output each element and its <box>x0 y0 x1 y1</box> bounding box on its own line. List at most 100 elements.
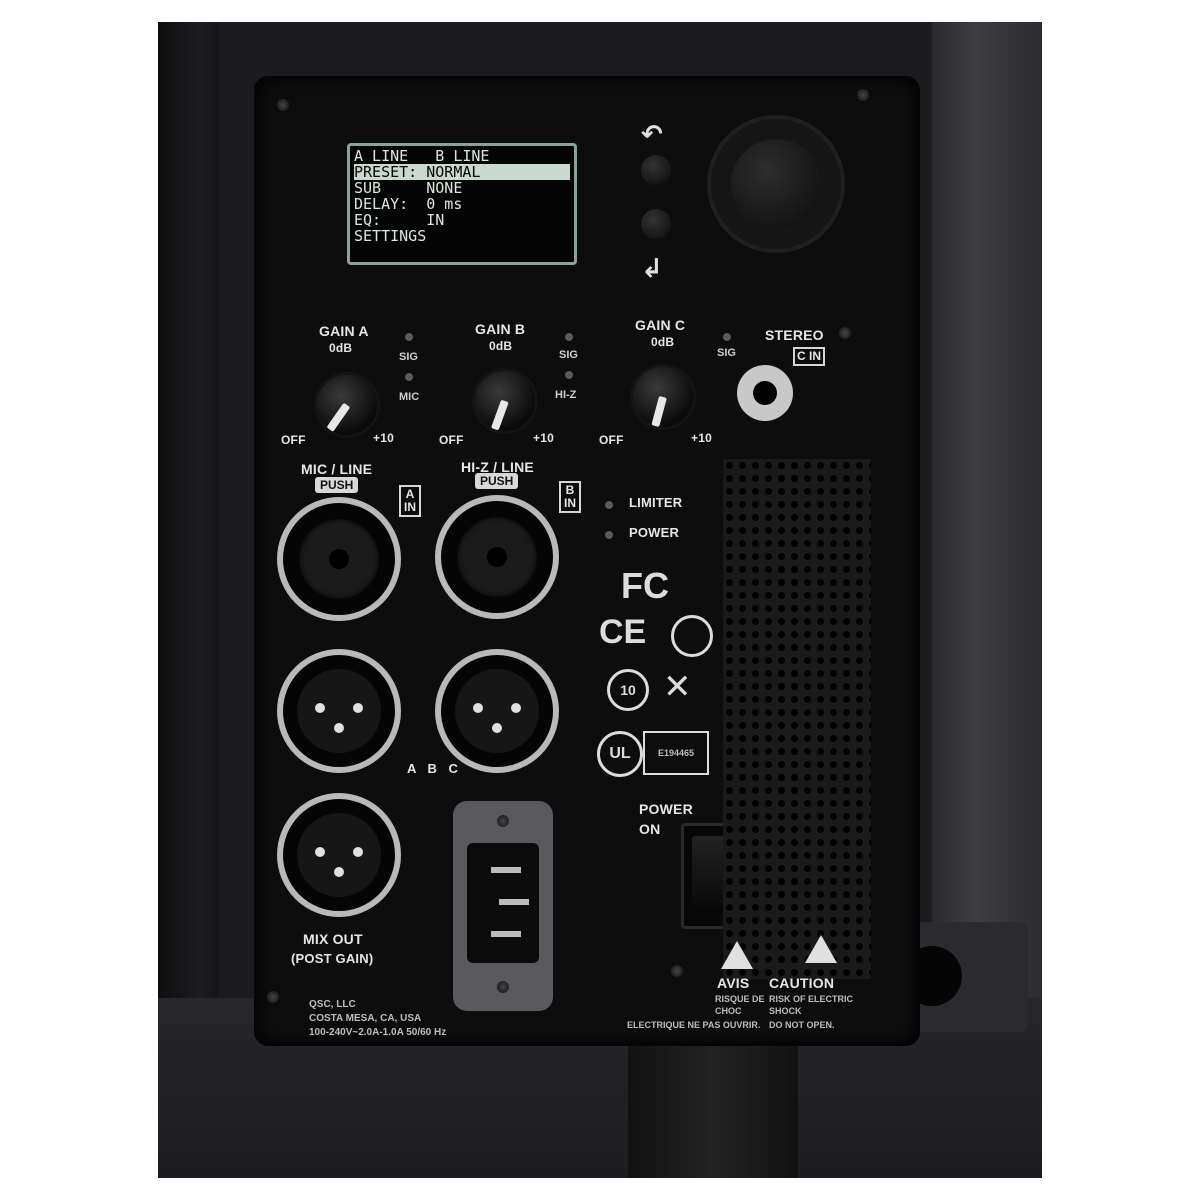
xlr-pin <box>492 723 502 733</box>
gain-c-max: +10 <box>691 431 712 445</box>
iec-power-inlet[interactable] <box>453 801 553 1011</box>
screw <box>277 99 289 111</box>
screw <box>671 965 683 977</box>
screw <box>497 815 509 827</box>
gain-b-off: OFF <box>439 433 464 447</box>
gain-b-max: +10 <box>533 431 554 445</box>
combo-socket <box>457 517 537 597</box>
hiz-line-label: HI-Z / LINE <box>461 459 534 475</box>
maker-line-2: COSTA MESA, CA, USA <box>309 1013 422 1024</box>
knob-pointer <box>326 402 351 432</box>
gain-c-zero: 0dB <box>651 335 675 349</box>
back-button[interactable] <box>641 155 671 185</box>
back-arrow-icon: ↶ <box>641 119 663 149</box>
knob-pointer <box>651 395 667 428</box>
power-status-label: POWER <box>629 525 680 540</box>
enter-arrow-icon: ↲ <box>641 253 663 283</box>
xlr-socket <box>297 669 381 753</box>
push-tab-b[interactable]: PUSH <box>475 473 519 489</box>
power-on-label-2: ON <box>639 821 661 837</box>
xlr-pin <box>334 867 344 877</box>
xlr-socket <box>455 669 539 753</box>
combo-input-b[interactable] <box>435 495 559 619</box>
gain-a-off: OFF <box>281 433 306 447</box>
mic-label: MIC <box>399 391 420 403</box>
avis-text: RISQUE DE CHOC <box>715 994 765 1016</box>
gain-c-label: GAIN C <box>635 317 686 333</box>
limiter-label: LIMITER <box>629 495 683 510</box>
sig-a-led <box>405 333 413 341</box>
screw <box>267 991 279 1003</box>
enter-button[interactable] <box>641 209 671 239</box>
caution-label: CAUTION <box>769 975 835 991</box>
lcd-header: A LINE B LINE <box>354 147 490 165</box>
knob-pointer <box>490 399 509 431</box>
power-on-label-1: POWER <box>639 801 693 817</box>
limiter-led <box>605 501 613 509</box>
xlr-pin <box>315 703 325 713</box>
caution-text-2: DO NOT OPEN. <box>769 1020 835 1030</box>
gain-b-label: GAIN B <box>475 321 526 337</box>
sig-b-label: SIG <box>559 349 578 361</box>
lcd-row[interactable]: PRESET: NORMAL <box>354 164 570 180</box>
stereo-jack[interactable] <box>737 365 793 421</box>
rohs-mark: 10 <box>607 669 649 711</box>
mix-out-label: MIX OUT <box>303 931 363 947</box>
carry-handle <box>628 1028 798 1178</box>
hiz-led <box>565 371 573 379</box>
ul-mark: UL <box>597 731 643 777</box>
iec-socket <box>467 843 539 963</box>
xlr-thru-b[interactable] <box>435 649 559 773</box>
iec-pin <box>491 931 521 937</box>
combo-socket <box>299 519 379 599</box>
stereo-c-in-tag: C IN <box>793 347 825 366</box>
vent-grille <box>723 459 871 979</box>
caution-text: RISK OF ELECTRIC SHOCK <box>769 994 854 1016</box>
screw <box>857 89 869 101</box>
avis-text-2: ELECTRIQUE NE PAS OUVRIR. <box>627 1020 761 1030</box>
avis-label: AVIS <box>717 975 750 991</box>
combo-input-a[interactable] <box>277 497 401 621</box>
xlr-mix-out[interactable] <box>277 793 401 917</box>
ul-number: E194465 <box>643 731 709 775</box>
xlr-thru-a[interactable] <box>277 649 401 773</box>
lcd-row[interactable]: SETTINGS <box>354 227 427 245</box>
abc-label: A B C <box>407 761 462 776</box>
rotary-encoder[interactable] <box>711 119 841 249</box>
gain-a-knob[interactable] <box>317 375 377 435</box>
maker-line-1: QSC, LLC <box>309 999 356 1010</box>
xlr-pin <box>353 847 363 857</box>
xlr-socket <box>297 813 381 897</box>
mic-line-label: MIC / LINE <box>301 461 373 477</box>
speaker-rear-photo: A LINE B LINE PRESET: NORMAL SUB NONE DE… <box>158 22 1042 1178</box>
gain-a-zero: 0dB <box>329 341 353 355</box>
hiz-label: HI-Z <box>555 389 577 401</box>
gain-a-label: GAIN A <box>319 323 369 339</box>
xlr-pin <box>511 703 521 713</box>
lcd-row[interactable]: SUB NONE <box>354 179 463 197</box>
gain-a-max: +10 <box>373 431 394 445</box>
warning-icon <box>805 935 837 963</box>
lcd-row[interactable]: DELAY: 0 ms <box>354 195 463 213</box>
sig-a-label: SIG <box>399 351 418 363</box>
iec-pin <box>491 867 521 873</box>
lcd-row[interactable]: EQ: IN <box>354 211 445 229</box>
xlr-pin <box>315 847 325 857</box>
lcd-display: A LINE B LINE PRESET: NORMAL SUB NONE DE… <box>347 143 577 265</box>
maker-line-3: 100-240V~2.0A-1.0A 50/60 Hz <box>309 1027 447 1038</box>
fcc-mark: FC <box>621 565 669 606</box>
screw <box>497 981 509 993</box>
xlr-pin <box>334 723 344 733</box>
push-tab-a[interactable]: PUSH <box>315 477 359 493</box>
a-in-tag: A IN <box>399 485 421 517</box>
gain-b-zero: 0dB <box>489 339 513 353</box>
encoder-cap <box>731 139 821 229</box>
ce-mark: CE <box>599 613 647 651</box>
gain-c-off: OFF <box>599 433 624 447</box>
gain-c-knob[interactable] <box>633 367 693 428</box>
stereo-label: STEREO <box>765 327 824 343</box>
gain-b-knob[interactable] <box>475 371 535 431</box>
xlr-pin <box>473 703 483 713</box>
xlr-pin <box>353 703 363 713</box>
sig-c-label: SIG <box>717 347 736 359</box>
